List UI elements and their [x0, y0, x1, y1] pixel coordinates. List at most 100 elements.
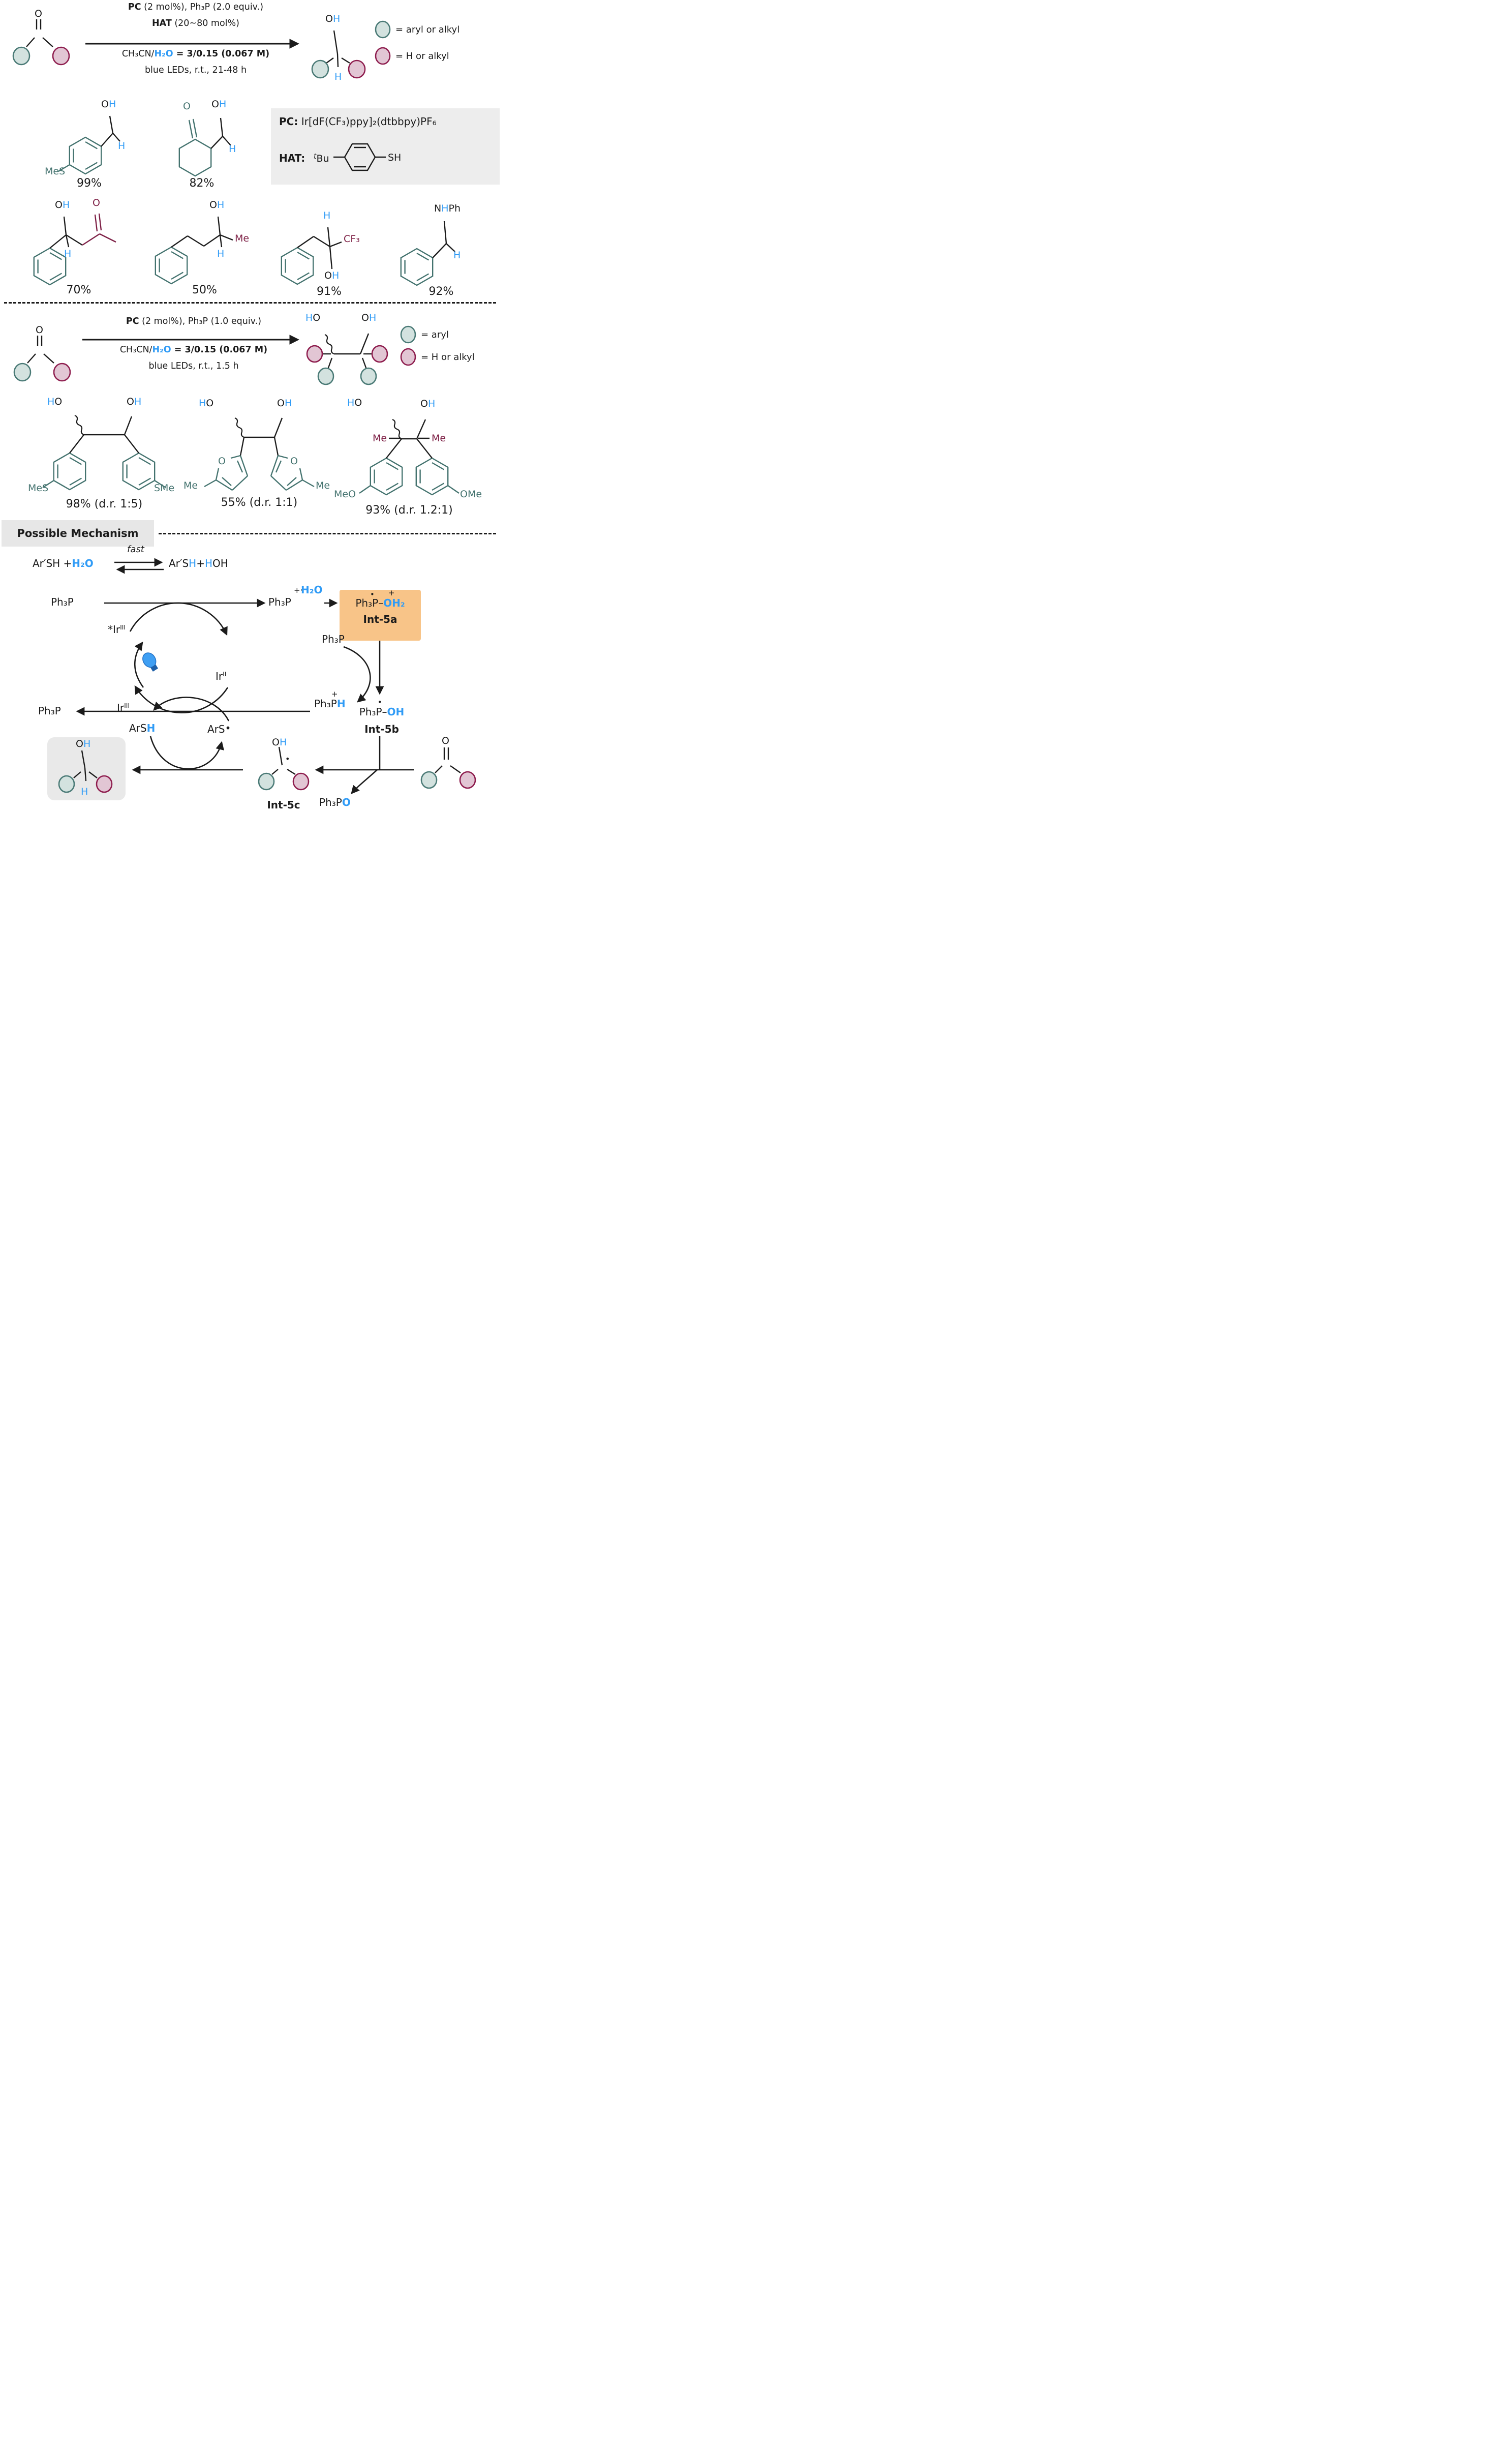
molecule-92pct: NHPh H 92% — [390, 195, 492, 302]
scheme1-conditions-line2: HAT (20~80 mol%) — [86, 18, 305, 28]
o-atom: O — [209, 199, 217, 211]
diol-98pct: HO OH MeS SMe 98% (d.r. 1:5) — [28, 394, 180, 514]
pc-bold: PC — [126, 316, 139, 326]
ph3p-radical-cation-label: Ph₃P — [268, 596, 291, 608]
ph3ph-label: Ph₃PH + — [314, 690, 346, 710]
o-atom: O — [54, 396, 63, 407]
ho-label: HO — [47, 397, 62, 407]
bond-dash: – — [378, 597, 384, 609]
ph3p-part: Ph₃P — [319, 796, 342, 808]
h2o-label: H₂O — [152, 345, 171, 355]
scheme2-conditions-line1: PC (2 mol%), Ph₃P (1.0 equiv.) — [84, 316, 303, 326]
arsh-label: ArSH — [129, 723, 155, 733]
h-label: H — [323, 210, 331, 221]
molecule-91pct: H CF₃ OH 91% — [274, 195, 384, 302]
sup-iii: III — [124, 702, 130, 709]
h-atom: H — [427, 398, 436, 409]
cond-text: CH₃CN/ — [119, 345, 152, 355]
h-atom: H — [279, 737, 287, 748]
h-atom: H — [108, 99, 116, 110]
mechanism-title: Possible Mechanism — [17, 527, 139, 539]
substrate-ketone-2: O — [5, 325, 81, 397]
o-atom: O — [277, 398, 285, 409]
ome-label: OMe — [460, 489, 482, 500]
oh-label: OH — [325, 14, 340, 24]
reaction-scheme-figure: PC (2 mol%), Ph₃P (2.0 equiv.) HAT (20~8… — [0, 0, 500, 821]
ketone-o-label: O — [93, 197, 100, 208]
h-atom: H — [83, 738, 91, 749]
o-atom: O — [325, 13, 333, 24]
yield-99: 99% — [77, 177, 102, 190]
o-atom: O — [101, 99, 109, 110]
molecule-70pct: OH O H 70% — [25, 198, 132, 300]
pc-label: PC: — [279, 115, 298, 128]
aryl-swatch-icon — [400, 325, 416, 344]
h-atom: H — [369, 312, 377, 323]
ph3po-label: Ph₃PO — [319, 797, 351, 807]
thiophenol-structure — [333, 143, 386, 171]
hat-label: HAT: — [279, 152, 305, 164]
product-carbinol-1: OH H — [304, 13, 375, 89]
molecule-99pct: OH H MeS 99% — [45, 96, 134, 190]
mechanism-title-box: Possible Mechanism — [2, 520, 154, 547]
h-atom: H — [219, 99, 227, 110]
o-label: O — [35, 8, 42, 19]
ir-star-label: *IrIII — [108, 624, 126, 635]
pc-hat-box: PC: Ir[dF(CF₃)ppy]₂(dtbbpy)PF₆ HAT: tBu … — [271, 108, 500, 185]
o-atom: O — [354, 397, 362, 408]
plus-charge: + — [331, 689, 338, 699]
int-5c-structure: OH • Int-5c — [253, 734, 315, 813]
h-label: H — [453, 250, 461, 261]
ph3p-part: Ph₃P — [355, 597, 379, 609]
h-atom: H — [189, 557, 197, 569]
cf3-label: CF₃ — [344, 233, 360, 245]
lightbulb-icon — [142, 652, 159, 672]
ph3p-part: Ph₃P — [314, 698, 337, 710]
scheme2-conditions-line2: CH₃CN/H₂O = 3/0.15 (0.067 M) — [84, 345, 303, 355]
o-atom: O — [324, 270, 332, 281]
o-atom: O — [55, 199, 63, 211]
diol-93pct: HO OH Me Me MeO OMe 93% (d.r. 1.2:1) — [333, 394, 485, 519]
substrate-ketone-1: O — [4, 9, 80, 80]
n-atom: N — [434, 203, 442, 214]
h2o-label: H₂O — [301, 584, 323, 596]
oh-label: OH — [209, 200, 224, 210]
radical-dot: • — [285, 754, 290, 764]
bu-text: Bu — [316, 153, 329, 164]
int-5a-formula: Ph₃P–OH₂ • + — [340, 589, 421, 610]
plus-charge: + — [388, 588, 395, 597]
radical-dot: • — [225, 722, 231, 734]
pc-value: Ir[dF(CF₃)ppy]₂(dtbbpy)PF₆ — [301, 115, 437, 128]
ars-part: ArS — [207, 723, 225, 735]
oh2-part: OH₂ — [383, 597, 405, 609]
h-label: H — [118, 140, 126, 152]
h-atom: H — [305, 312, 313, 323]
product-structure — [58, 750, 113, 793]
scheme1-conditions-line1: PC (2 mol%), Ph₃P (2.0 equiv.) — [86, 2, 305, 12]
oh-label: OH — [272, 738, 287, 747]
o-atom: O — [420, 398, 428, 409]
h-atom: H — [347, 397, 355, 408]
legend-item-aryl-alkyl: = aryl or alkyl — [374, 20, 460, 39]
sup-ii: II — [223, 670, 227, 678]
ars-part: ArS — [129, 722, 147, 734]
h-atom: H — [204, 557, 212, 569]
legend-text: = aryl or alkyl — [395, 24, 460, 35]
h-atom: H — [62, 199, 70, 211]
ho-label: HO — [199, 399, 213, 408]
ir: Ir — [117, 702, 125, 714]
o-atom: O — [127, 396, 134, 407]
oh-label: OH — [324, 271, 339, 281]
int-5a-label: Int-5a — [363, 613, 397, 625]
legend2-item-aryl: = aryl — [400, 325, 449, 344]
h-atom: H — [217, 199, 225, 211]
ir-photocycle — [129, 602, 229, 714]
plus-text: + — [196, 557, 205, 569]
oh-label: OH — [277, 399, 292, 408]
mechanism-ketone: O — [413, 736, 493, 797]
fast-label: fast — [127, 544, 144, 555]
int-5b-label: Int-5b — [364, 723, 399, 735]
h-part: H — [336, 698, 346, 710]
diol-55pct: HO OH O O Me Me 55% (d.r. 1:1) — [180, 396, 338, 513]
final-product-box: OH H — [47, 737, 126, 800]
